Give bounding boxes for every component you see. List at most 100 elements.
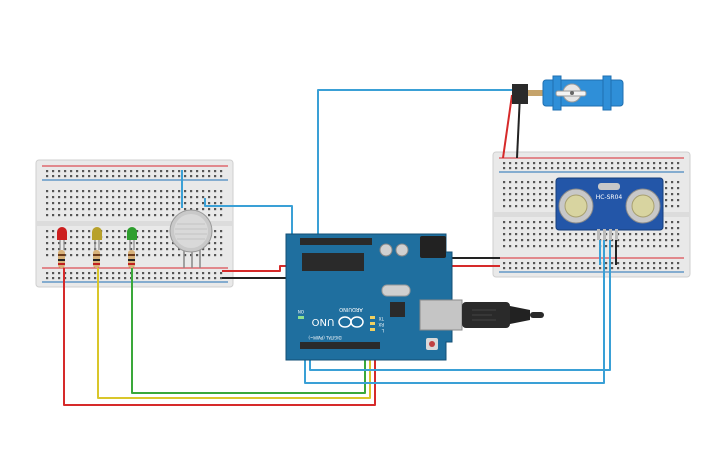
breadboard-hole bbox=[503, 239, 506, 242]
breadboard-hole bbox=[166, 248, 169, 251]
breadboard-hole bbox=[515, 162, 518, 165]
breadboard-hole bbox=[58, 214, 61, 217]
breadboard-hole bbox=[220, 254, 223, 257]
breadboard-hole bbox=[70, 242, 73, 245]
arduino-model: UNO bbox=[312, 316, 335, 327]
breadboard-hole bbox=[575, 162, 578, 165]
resistor-yellow[interactable] bbox=[93, 250, 100, 268]
breadboard-hole bbox=[154, 214, 157, 217]
breadboard-hole bbox=[641, 245, 644, 248]
breadboard-hole bbox=[659, 262, 662, 265]
breadboard-hole bbox=[629, 167, 632, 170]
green-led[interactable] bbox=[127, 227, 137, 250]
breadboard-hole bbox=[112, 236, 115, 239]
breadboard-hole bbox=[557, 245, 560, 248]
breadboard-hole bbox=[509, 181, 512, 184]
yellow-led[interactable] bbox=[92, 227, 102, 250]
breadboard-hole bbox=[527, 245, 530, 248]
breadboard-hole bbox=[130, 170, 133, 173]
breadboard-hole bbox=[527, 181, 530, 184]
gas-sensor-icon[interactable] bbox=[169, 209, 213, 268]
breadboard-hole bbox=[665, 199, 668, 202]
breadboard-hole bbox=[154, 242, 157, 245]
breadboard-hole bbox=[58, 272, 61, 275]
servo-motor-icon[interactable] bbox=[512, 75, 624, 111]
breadboard-hole bbox=[575, 233, 578, 236]
breadboard-hole bbox=[569, 262, 572, 265]
breadboard-hole bbox=[208, 208, 211, 211]
breadboard-hole bbox=[503, 205, 506, 208]
breadboard-hole bbox=[142, 242, 145, 245]
breadboard-hole bbox=[623, 162, 626, 165]
breadboard-hole bbox=[142, 202, 145, 205]
breadboard-hole bbox=[136, 277, 139, 280]
breadboard-hole bbox=[659, 245, 662, 248]
breadboard-hole bbox=[515, 193, 518, 196]
breadboard-hole bbox=[106, 170, 109, 173]
ultrasonic-sensor-icon[interactable]: HC-SR04 bbox=[555, 177, 664, 240]
breadboard-hole bbox=[641, 162, 644, 165]
breadboard-hole bbox=[503, 245, 506, 248]
breadboard-hole bbox=[587, 162, 590, 165]
breadboard-hole bbox=[671, 193, 674, 196]
resistor-red[interactable] bbox=[58, 250, 65, 268]
breadboard-hole bbox=[124, 202, 127, 205]
breadboard-hole bbox=[587, 262, 590, 265]
resistor-green[interactable] bbox=[128, 250, 135, 268]
breadboard-hole bbox=[196, 254, 199, 257]
breadboard-hole bbox=[136, 196, 139, 199]
breadboard-hole bbox=[154, 190, 157, 193]
breadboard-hole bbox=[521, 187, 524, 190]
breadboard-hole bbox=[76, 170, 79, 173]
breadboard-hole bbox=[46, 196, 49, 199]
breadboard-hole bbox=[533, 245, 536, 248]
breadboard-hole bbox=[148, 230, 151, 233]
breadboard-hole bbox=[533, 205, 536, 208]
breadboard-hole bbox=[160, 277, 163, 280]
breadboard-hole bbox=[635, 267, 638, 270]
breadboard-hole bbox=[178, 175, 181, 178]
breadboard-hole bbox=[551, 205, 554, 208]
breadboard-hole bbox=[52, 208, 55, 211]
breadboard-hole bbox=[166, 242, 169, 245]
breadboard-hole bbox=[527, 167, 530, 170]
breadboard-hole bbox=[202, 248, 205, 251]
breadboard-hole bbox=[154, 170, 157, 173]
breadboard-hole bbox=[557, 239, 560, 242]
breadboard-hole bbox=[527, 262, 530, 265]
breadboard-hole bbox=[515, 227, 518, 230]
breadboard-hole bbox=[106, 202, 109, 205]
breadboard-hole bbox=[88, 170, 91, 173]
breadboard-hole bbox=[515, 181, 518, 184]
breadboard-hole bbox=[515, 167, 518, 170]
breadboard-hole bbox=[208, 175, 211, 178]
breadboard-hole bbox=[70, 254, 73, 257]
breadboard-hole bbox=[142, 208, 145, 211]
breadboard-hole bbox=[509, 221, 512, 224]
breadboard-hole bbox=[184, 254, 187, 257]
red-led[interactable] bbox=[57, 227, 67, 250]
breadboard-hole bbox=[629, 267, 632, 270]
breadboard-hole bbox=[154, 202, 157, 205]
arduino-uno-board[interactable]: ARDUINO UNO ON DIGITAL (PWM~) TX RX L bbox=[285, 233, 463, 361]
breadboard-hole bbox=[160, 248, 163, 251]
breadboard-hole bbox=[539, 221, 542, 224]
breadboard-hole bbox=[52, 242, 55, 245]
breadboard-hole bbox=[166, 236, 169, 239]
breadboard-hole bbox=[623, 262, 626, 265]
breadboard-hole bbox=[130, 242, 133, 245]
breadboard-hole bbox=[214, 230, 217, 233]
breadboard-hole bbox=[88, 254, 91, 257]
breadboard-hole bbox=[551, 221, 554, 224]
breadboard-hole bbox=[190, 254, 193, 257]
breadboard-hole bbox=[118, 196, 121, 199]
breadboard-hole bbox=[52, 248, 55, 251]
breadboard-hole bbox=[653, 267, 656, 270]
breadboard-hole bbox=[214, 214, 217, 217]
usb-cable-icon[interactable] bbox=[462, 302, 544, 328]
breadboard-hole bbox=[148, 175, 151, 178]
breadboard-hole bbox=[659, 167, 662, 170]
breadboard-hole bbox=[202, 277, 205, 280]
breadboard-hole bbox=[148, 248, 151, 251]
breadboard-hole bbox=[196, 175, 199, 178]
